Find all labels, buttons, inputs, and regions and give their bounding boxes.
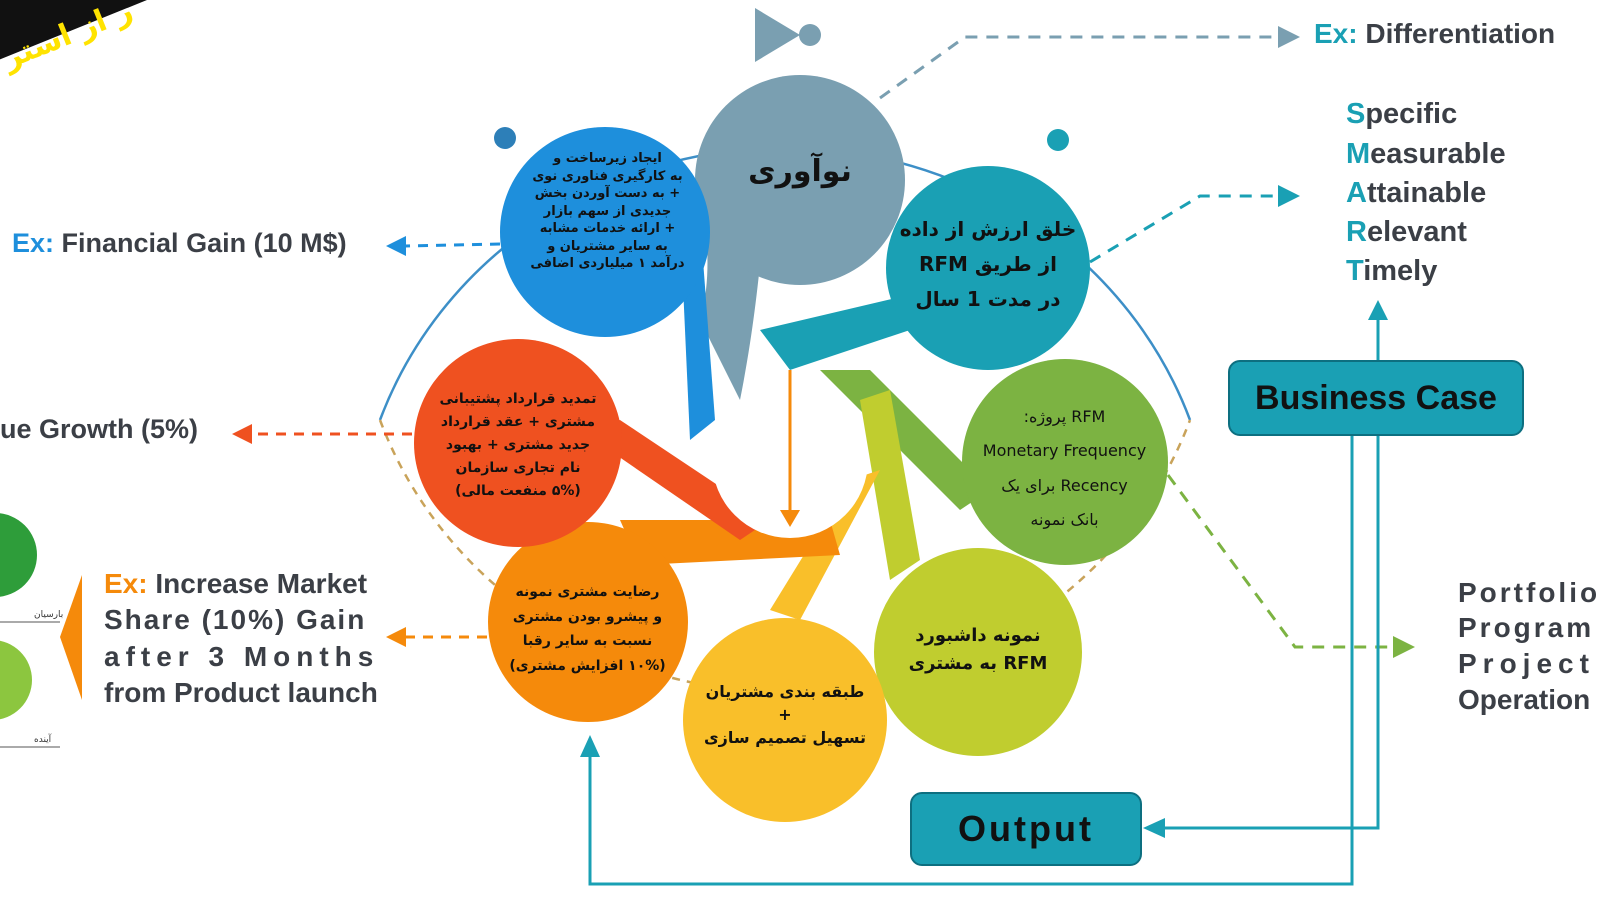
project-item: Project	[1458, 648, 1595, 679]
cycle-node-top	[799, 24, 821, 46]
smart-specific: Specific	[1346, 98, 1458, 130]
left-chart-label-2: آینده	[34, 735, 52, 745]
petal-innovation	[695, 75, 905, 285]
feedback-arrow-icon	[580, 735, 600, 757]
smart-relevant: Relevant	[1346, 216, 1467, 248]
left-chart-circle-2	[0, 640, 32, 720]
portfolio-arrow-icon	[1393, 636, 1415, 658]
program-item: Program	[1458, 612, 1595, 643]
differentiation-label: Ex: Differentiation	[1314, 18, 1556, 49]
cycle-node-right	[1047, 129, 1069, 151]
market-share-line-3: after 3 Months	[104, 641, 380, 672]
output-arrow-icon	[1143, 818, 1165, 838]
cycle-node-left	[494, 127, 516, 149]
petal-innovation-text: نوآوری	[748, 154, 852, 189]
petal-yellow	[683, 618, 887, 822]
petal-orange	[488, 522, 688, 722]
smart-attainable: Attainable	[1346, 177, 1487, 209]
cycle-arrow-icon	[755, 8, 800, 62]
petal-green	[962, 359, 1168, 565]
output-box: Output	[910, 792, 1142, 866]
market-big-arrow-icon	[60, 575, 82, 700]
differentiation-arrow-icon	[1278, 26, 1300, 48]
red-stem	[580, 420, 770, 540]
revenue-growth-label: ue Growth (5%)	[0, 414, 199, 444]
smart-measurable: Measurable	[1346, 138, 1506, 170]
market-share-line-2: Share (10%) Gain	[104, 604, 367, 635]
market-share-line-4: from Product launch	[104, 677, 378, 708]
portfolio-item: Portfolio	[1458, 577, 1601, 608]
petal-red	[414, 339, 622, 547]
left-chart-circle-1	[0, 513, 37, 597]
lime-stem	[860, 390, 920, 580]
market-share-line-1: Ex: Increase Market	[104, 568, 368, 599]
petal-yellow-text: طبقه بندی مشتریان+تسهیل تصمیم سازی	[704, 682, 866, 748]
financial-arrow-icon	[386, 236, 406, 256]
revenue-arrow-icon	[232, 424, 252, 444]
down-arrow-icon	[780, 510, 800, 527]
business-up-arrow-icon	[1368, 300, 1388, 320]
teal-stem	[760, 290, 940, 370]
market-arrow-icon	[386, 627, 406, 647]
left-chart-label-1: بارسیان	[34, 610, 64, 620]
smart-timely: Timely	[1346, 255, 1438, 287]
petal-teal	[886, 166, 1090, 370]
operation-item: Operation	[1458, 684, 1591, 715]
smart-arrow-icon	[1278, 185, 1300, 207]
business-case-box: Business Case	[1228, 360, 1524, 436]
petal-lime	[874, 548, 1082, 756]
financial-gain-label: Ex: Financial Gain (10 M$)	[12, 228, 347, 258]
petal-blue	[500, 127, 710, 337]
